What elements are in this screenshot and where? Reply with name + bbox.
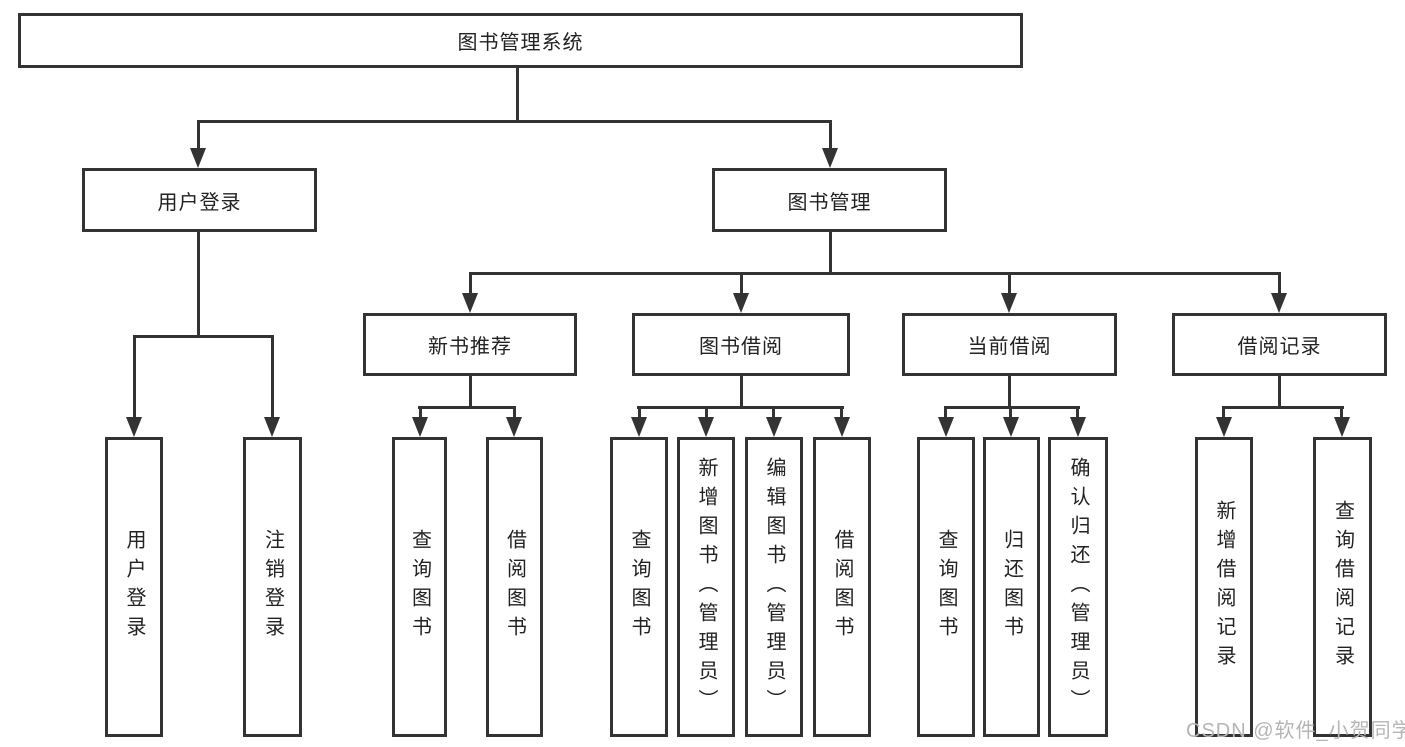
node-current-borrow-label: 当前借阅 xyxy=(967,336,1052,358)
node-root: 图书管理系统 xyxy=(18,13,1023,68)
node-current-borrow: 当前借阅 xyxy=(902,313,1117,376)
connector-drop-current-borrow xyxy=(1008,272,1011,295)
leaf-edit-book-admin-label: 编辑图书（管理员） xyxy=(763,456,785,718)
connector-user-login-stem xyxy=(197,232,200,335)
arrow-down-icon xyxy=(938,417,954,437)
leaf-add-book-admin: 新增图书（管理员） xyxy=(677,437,735,737)
connector-drop xyxy=(944,406,947,419)
arrow-down-icon xyxy=(766,417,782,437)
connector-user-login-bar xyxy=(133,335,274,338)
leaf-logout-label: 注销登录 xyxy=(261,529,284,645)
leaf-edit-book-admin: 编辑图书（管理员） xyxy=(745,437,803,737)
connector-book-mgmt-stem xyxy=(829,232,832,272)
leaf-confirm-return-admin-label: 确认归还（管理员） xyxy=(1067,456,1089,718)
leaf-confirm-return-admin: 确认归还（管理员） xyxy=(1048,437,1108,737)
node-book-mgmt: 图书管理 xyxy=(712,168,947,232)
connector-current-borrow-bar xyxy=(944,406,1080,409)
leaf-user-login: 用户登录 xyxy=(105,437,163,737)
connector-drop-user-login xyxy=(197,120,200,150)
connector-book-mgmt-bar xyxy=(469,272,1281,275)
connector-drop-leaf-login xyxy=(133,335,136,417)
arrow-down-icon xyxy=(733,293,749,313)
arrow-down-icon xyxy=(1070,417,1086,437)
connector-book-borrow-stem xyxy=(740,376,743,406)
leaf-add-borrow-record-label: 新增借阅记录 xyxy=(1213,500,1235,674)
node-book-borrow-label: 图书借阅 xyxy=(699,336,783,358)
connector-root-stem xyxy=(516,68,519,120)
arrow-down-icon xyxy=(506,417,522,437)
connector-drop-borrow-record xyxy=(1278,272,1281,295)
arrow-down-icon xyxy=(264,417,280,437)
connector-drop-book-mgmt xyxy=(829,120,832,150)
arrow-down-icon xyxy=(631,417,647,437)
node-user-login: 用户登录 xyxy=(82,168,317,232)
leaf-borrow-book-rec-label: 借阅图书 xyxy=(503,529,526,645)
leaf-query-borrow-record-label: 查询借阅记录 xyxy=(1331,500,1354,674)
connector-drop xyxy=(419,406,422,419)
connector-root-bar xyxy=(197,120,832,123)
connector-borrow-record-bar xyxy=(1222,406,1344,409)
arrow-down-icon xyxy=(1334,417,1350,437)
connector-drop xyxy=(705,406,708,419)
node-borrow-record-label: 借阅记录 xyxy=(1237,336,1322,358)
leaf-add-book-admin-label: 新增图书（管理员） xyxy=(695,456,717,718)
leaf-borrow-book: 借阅图书 xyxy=(813,437,871,737)
connector-new-book-rec-bar xyxy=(418,406,516,409)
connector-drop-leaf-logout xyxy=(271,335,274,417)
arrow-down-icon xyxy=(1271,293,1287,313)
connector-current-borrow-stem xyxy=(1008,376,1011,406)
arrow-down-icon xyxy=(834,417,850,437)
connector-drop xyxy=(840,406,843,419)
leaf-logout: 注销登录 xyxy=(243,437,302,737)
node-new-book-rec-label: 新书推荐 xyxy=(428,336,512,358)
node-root-label: 图书管理系统 xyxy=(457,32,584,54)
connector-drop-book-borrow xyxy=(740,272,743,295)
connector-drop xyxy=(513,406,516,419)
arrow-down-icon xyxy=(822,148,838,168)
connector-drop xyxy=(1222,406,1225,419)
arrow-down-icon xyxy=(1003,417,1019,437)
leaf-query-book-current-label: 查询图书 xyxy=(935,529,957,645)
node-book-mgmt-label: 图书管理 xyxy=(787,191,872,214)
leaf-add-borrow-record: 新增借阅记录 xyxy=(1195,437,1253,737)
node-book-borrow: 图书借阅 xyxy=(632,313,850,376)
connector-drop-new-book-rec xyxy=(469,272,472,295)
connector-new-book-rec-stem xyxy=(469,376,472,406)
arrow-down-icon xyxy=(1216,417,1232,437)
leaf-borrow-book-label: 借阅图书 xyxy=(831,529,853,645)
connector-drop xyxy=(772,406,775,419)
leaf-query-borrow-record: 查询借阅记录 xyxy=(1313,437,1372,737)
leaf-query-book-rec: 查询图书 xyxy=(392,437,447,737)
arrow-down-icon xyxy=(190,148,206,168)
leaf-return-book-label: 归还图书 xyxy=(1000,529,1023,645)
leaf-user-login-label: 用户登录 xyxy=(123,529,145,645)
connector-drop xyxy=(1009,406,1012,419)
leaf-borrow-book-rec: 借阅图书 xyxy=(486,437,543,737)
node-borrow-record: 借阅记录 xyxy=(1172,313,1387,376)
leaf-query-book-rec-label: 查询图书 xyxy=(408,529,431,645)
leaf-query-book-current: 查询图书 xyxy=(917,437,975,737)
arrow-down-icon xyxy=(698,417,714,437)
connector-book-borrow-bar xyxy=(637,406,844,409)
arrow-down-icon xyxy=(412,417,428,437)
node-new-book-rec: 新书推荐 xyxy=(363,313,577,376)
leaf-query-book-borrow: 查询图书 xyxy=(610,437,668,737)
leaf-query-book-borrow-label: 查询图书 xyxy=(628,529,650,645)
arrow-down-icon xyxy=(126,417,142,437)
arrow-down-icon xyxy=(1001,293,1017,313)
connector-borrow-record-stem xyxy=(1278,376,1281,406)
csdn-watermark: CSDN @软件_小贺同学 xyxy=(1186,720,1405,742)
connector-drop xyxy=(1340,406,1343,419)
connector-drop xyxy=(1076,406,1079,419)
arrow-down-icon xyxy=(462,293,478,313)
leaf-return-book: 归还图书 xyxy=(983,437,1040,737)
node-user-login-label: 用户登录 xyxy=(157,191,242,214)
connector-drop xyxy=(638,406,641,419)
